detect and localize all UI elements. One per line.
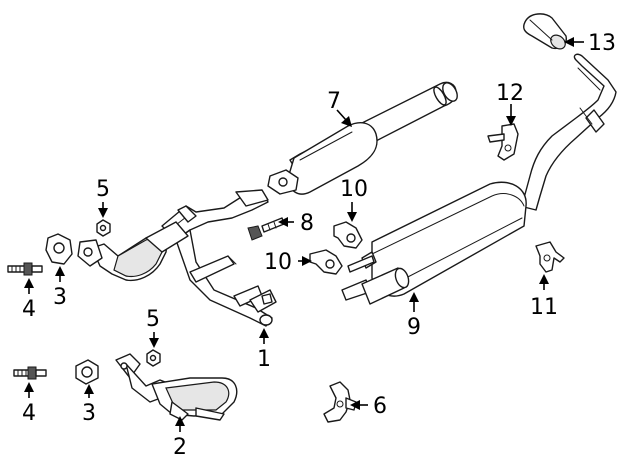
part-11-rear-hanger bbox=[535, 241, 565, 273]
leader-lines bbox=[24, 37, 584, 432]
part-3-gasket-upper bbox=[45, 233, 73, 265]
part-4-stud-upper bbox=[7, 262, 43, 276]
part-7-resonator bbox=[267, 81, 458, 195]
callout-10-lower: 10 bbox=[264, 250, 292, 275]
callout-3-upper: 3 bbox=[53, 285, 67, 310]
part-1-y-pipe bbox=[161, 189, 277, 327]
callout-9: 9 bbox=[407, 315, 421, 340]
callout-1: 1 bbox=[257, 347, 271, 372]
part-13-exhaust-tip bbox=[523, 13, 567, 50]
part-10-isolator-lower bbox=[309, 249, 343, 275]
callout-2: 2 bbox=[173, 435, 187, 460]
callout-10-upper: 10 bbox=[340, 177, 368, 202]
callout-8: 8 bbox=[300, 211, 314, 236]
callout-3-lower: 3 bbox=[82, 401, 96, 426]
part-9-muffler-tailpipe bbox=[341, 53, 617, 305]
part-5-nut-upper bbox=[96, 219, 111, 237]
part-4-stud-lower bbox=[13, 366, 47, 380]
callout-7: 7 bbox=[327, 89, 341, 114]
callout-4-lower: 4 bbox=[22, 401, 36, 426]
callout-4-upper: 4 bbox=[22, 297, 36, 322]
callout-11: 11 bbox=[530, 295, 558, 320]
part-5-nut-lower bbox=[146, 349, 161, 367]
callout-6: 6 bbox=[373, 394, 387, 419]
callout-12: 12 bbox=[496, 81, 524, 106]
part-6-hanger-bracket bbox=[323, 381, 357, 423]
part-2-catalytic-converter bbox=[115, 353, 238, 421]
callout-13: 13 bbox=[588, 31, 616, 56]
front-catalytic-converter-upper bbox=[77, 221, 189, 282]
part-8-bolt bbox=[247, 217, 285, 241]
callout-labels: 13 12 7 10 8 10 5 5 4 3 4 3 1 2 6 9 11 bbox=[22, 31, 616, 460]
part-10-isolator-upper bbox=[333, 221, 363, 249]
callout-5-lower: 5 bbox=[146, 307, 160, 332]
callout-5-upper: 5 bbox=[96, 177, 110, 202]
part-3-gasket-lower bbox=[75, 359, 99, 385]
part-12-bracket bbox=[487, 123, 519, 161]
